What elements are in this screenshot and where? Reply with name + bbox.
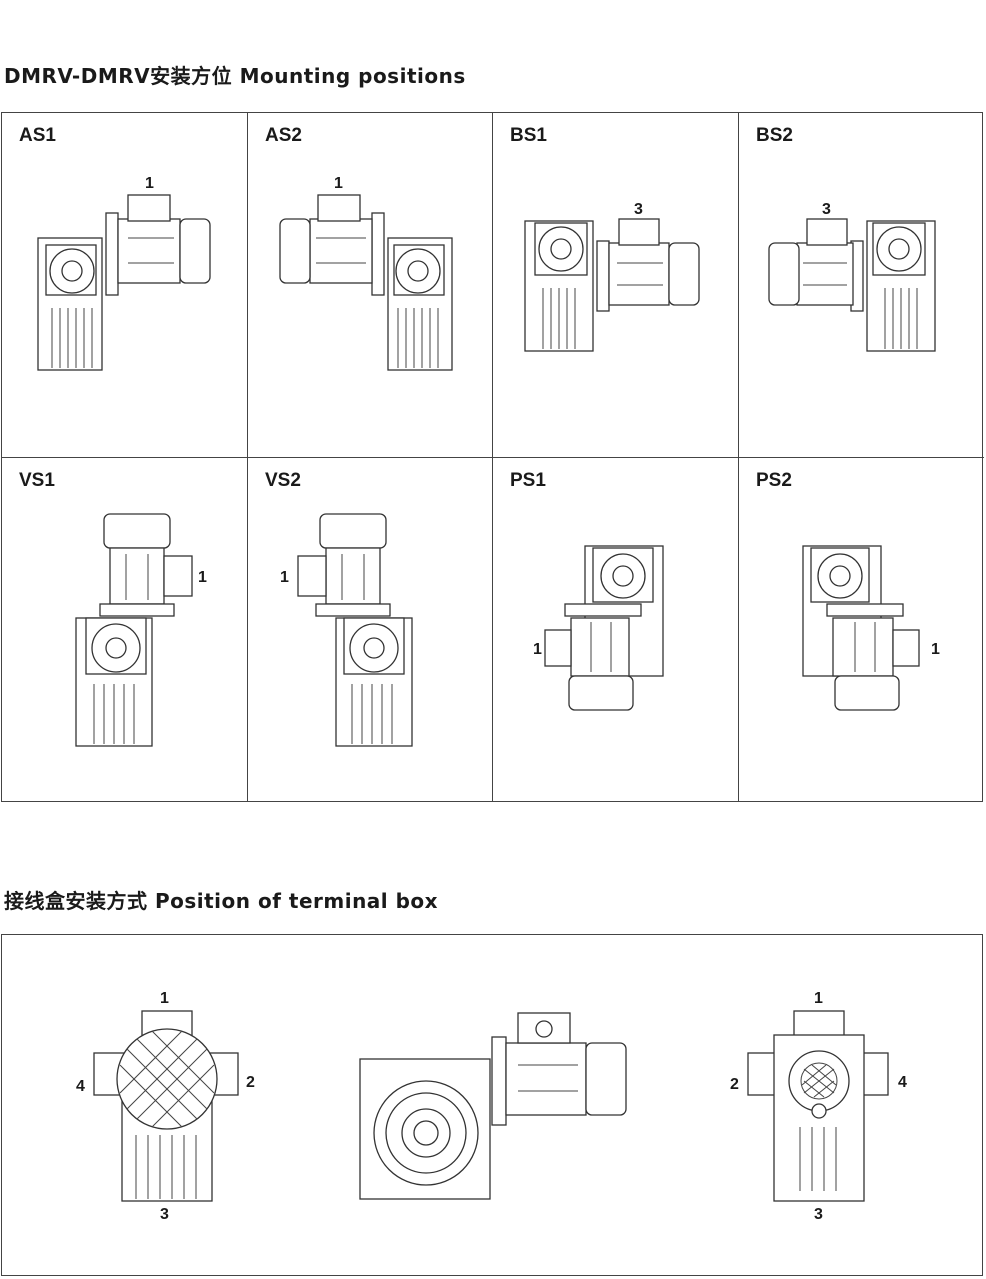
callout-left: 2 — [730, 1076, 739, 1093]
mounting-positions-grid: AS1 1 AS2 1 — [1, 112, 984, 802]
callout-bottom: 3 — [160, 1206, 169, 1223]
position-label: BS1 — [510, 125, 547, 146]
callout-number: 1 — [145, 175, 154, 192]
section-title-terminal-box: 接线盒安装方式 Position of terminal box — [4, 889, 439, 913]
callout-bottom: 3 — [814, 1206, 823, 1223]
cell-vs2: VS2 1 — [248, 458, 493, 801]
position-label: PS2 — [756, 470, 792, 491]
terminal-box-drawings: 1 2 3 4 1 — [76, 990, 907, 1223]
terminal-box-positions-panel: 1 2 3 4 1 — [1, 934, 983, 1276]
position-label: VS1 — [19, 470, 55, 491]
callout-right: 4 — [898, 1074, 907, 1091]
gearmotor-drawing-ps1: 1 — [533, 545, 664, 711]
position-label: AS1 — [19, 125, 56, 146]
gearmotor-drawing-vs2: 1 — [280, 513, 413, 747]
callout-number: 3 — [822, 201, 831, 218]
callout-number: 1 — [334, 175, 343, 192]
section-title-mounting-positions: DMRV-DMRV安装方位 Mounting positions — [4, 64, 466, 88]
gearmotor-drawing-ps2: 1 — [802, 545, 940, 711]
motor-end-view-left: 1 2 3 4 — [76, 990, 255, 1223]
callout-number: 1 — [198, 569, 207, 586]
position-label: VS2 — [265, 470, 301, 491]
callout-top: 1 — [814, 990, 823, 1007]
callout-number: 3 — [634, 201, 643, 218]
cell-as2: AS2 1 — [248, 113, 493, 458]
output-end-view-right: 1 2 3 4 — [730, 990, 907, 1223]
cell-as1: AS1 1 — [2, 113, 248, 458]
gearmotor-drawing-bs2: 3 — [768, 201, 936, 352]
gearmotor-drawing-as1: 1 — [37, 175, 211, 371]
cell-bs1: BS1 3 — [493, 113, 739, 458]
position-label: AS2 — [265, 125, 302, 146]
callout-right: 2 — [246, 1074, 255, 1091]
gearmotor-drawing-as2: 1 — [279, 175, 453, 371]
callout-left: 4 — [76, 1078, 85, 1095]
position-label: PS1 — [510, 470, 546, 491]
callout-number: 1 — [280, 569, 289, 586]
cell-ps2: PS2 1 — [739, 458, 984, 801]
position-label: BS2 — [756, 125, 793, 146]
cell-vs1: VS1 1 — [2, 458, 248, 801]
callout-top: 1 — [160, 990, 169, 1007]
gearmotor-side-view — [359, 1012, 627, 1200]
gearmotor-drawing-vs1: 1 — [75, 513, 207, 747]
cell-bs2: BS2 3 — [739, 113, 984, 458]
gearmotor-drawing-bs1: 3 — [524, 201, 700, 352]
callout-number: 1 — [533, 641, 542, 658]
cell-ps1: PS1 1 — [493, 458, 739, 801]
callout-number: 1 — [931, 641, 940, 658]
